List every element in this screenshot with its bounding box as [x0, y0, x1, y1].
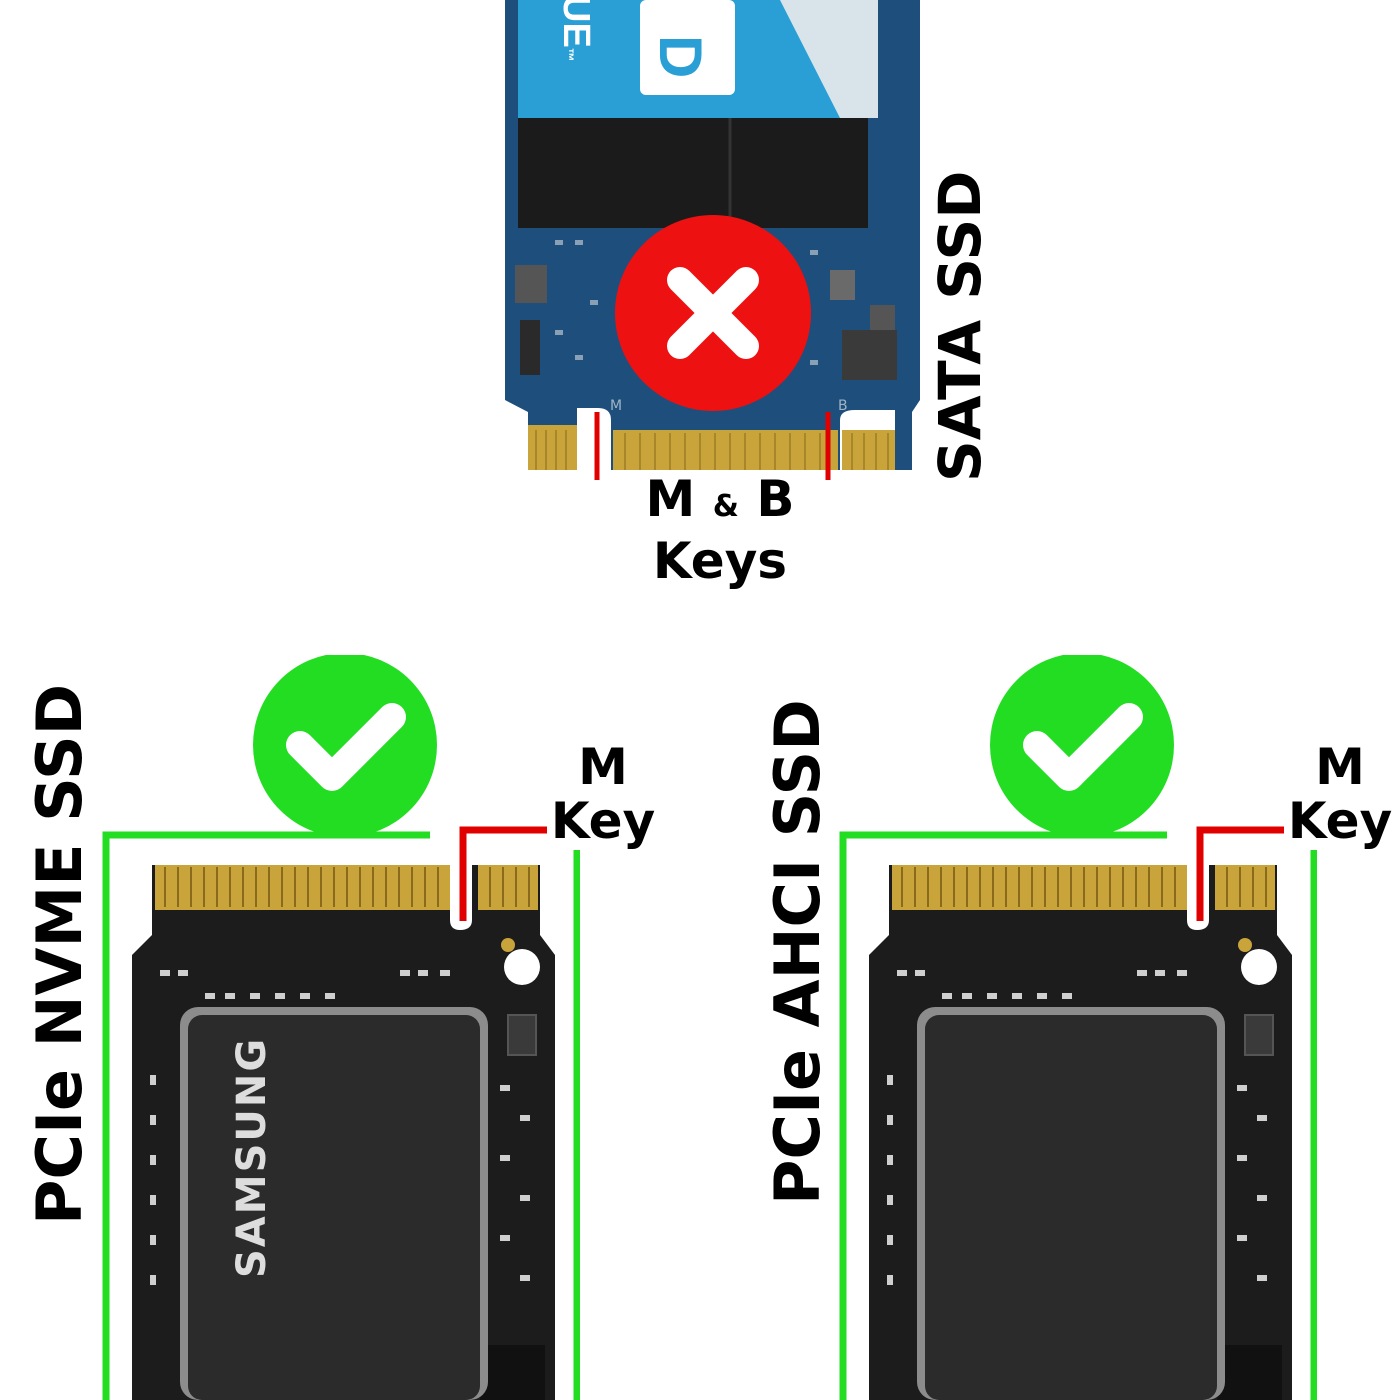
- checkmark-icon: [253, 655, 437, 835]
- ahci-m-key-text: M Key: [1287, 738, 1393, 850]
- sata-brand-text: UE™: [555, 0, 597, 62]
- mb-keys-line1: M & B: [645, 470, 795, 528]
- brand-logo-letter: D: [647, 35, 714, 78]
- nvme-green-frame: [102, 831, 430, 1400]
- pad-label-b: B: [838, 398, 848, 414]
- mb-keys-text: M & B Keys: [620, 472, 820, 588]
- nvme-m-key-text: M Key: [550, 738, 656, 850]
- nvme-ssd-image: [102, 831, 580, 1400]
- sata-contacts-right: [842, 430, 895, 470]
- nvme-ssd-label: PCIe NVME SSD: [23, 683, 96, 1225]
- x-icon: [615, 215, 811, 411]
- ahci-ssd-image: [839, 831, 1317, 1400]
- sata-ssd-image: D: [505, 0, 920, 480]
- nvme-m-key-marker: [459, 826, 547, 921]
- mb-key-bracket: [594, 412, 600, 480]
- sata-ssd-label: SATA SSD: [926, 170, 994, 482]
- pad-label-m: M: [610, 398, 623, 414]
- ahci-ssd-label: PCIe AHCI SSD: [761, 699, 834, 1205]
- ahci-m-key-marker: [1196, 826, 1284, 921]
- checkmark-icon: [990, 655, 1174, 835]
- sata-contacts-mid: [613, 430, 838, 470]
- mb-keys-line2: Keys: [652, 532, 788, 590]
- samsung-brand-text: SAMSUNG: [229, 1036, 275, 1278]
- ahci-green-frame: [839, 831, 1167, 1400]
- brand-logo-box: [640, 0, 735, 95]
- sata-flash-chip: [518, 118, 868, 228]
